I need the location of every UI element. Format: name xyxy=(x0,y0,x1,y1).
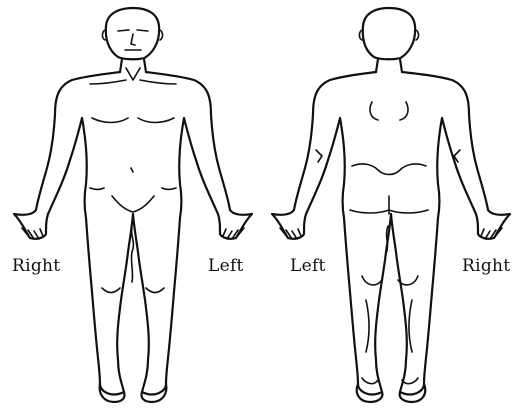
back-right-label: Right xyxy=(462,258,510,275)
back-buttocks xyxy=(350,196,428,214)
front-eyebrows xyxy=(118,30,148,31)
back-body-outline xyxy=(272,72,510,394)
back-heel-lines xyxy=(362,378,418,384)
front-navel xyxy=(131,168,133,172)
back-neck xyxy=(376,59,402,72)
front-chest xyxy=(92,118,174,123)
back-left-label: Left xyxy=(290,258,326,275)
front-hip-lines xyxy=(90,188,176,190)
front-body-outline xyxy=(14,72,252,394)
front-neck xyxy=(120,59,146,72)
back-knee-left xyxy=(362,276,382,285)
back-head xyxy=(363,8,415,59)
front-knee-right xyxy=(102,288,120,293)
back-body-figure xyxy=(272,8,510,402)
front-inner-thigh xyxy=(131,228,133,282)
back-elbow-left xyxy=(316,150,322,162)
back-inner-leg xyxy=(386,226,388,254)
front-left-label: Left xyxy=(208,258,244,275)
front-body-figure xyxy=(14,8,252,402)
front-right-label: Right xyxy=(12,258,60,275)
front-knee-left xyxy=(146,288,164,293)
front-nose xyxy=(131,34,135,45)
front-groin xyxy=(112,196,154,212)
front-neck-line xyxy=(126,68,140,80)
back-lower-back xyxy=(352,164,426,175)
back-shoulder-blades xyxy=(370,102,408,120)
